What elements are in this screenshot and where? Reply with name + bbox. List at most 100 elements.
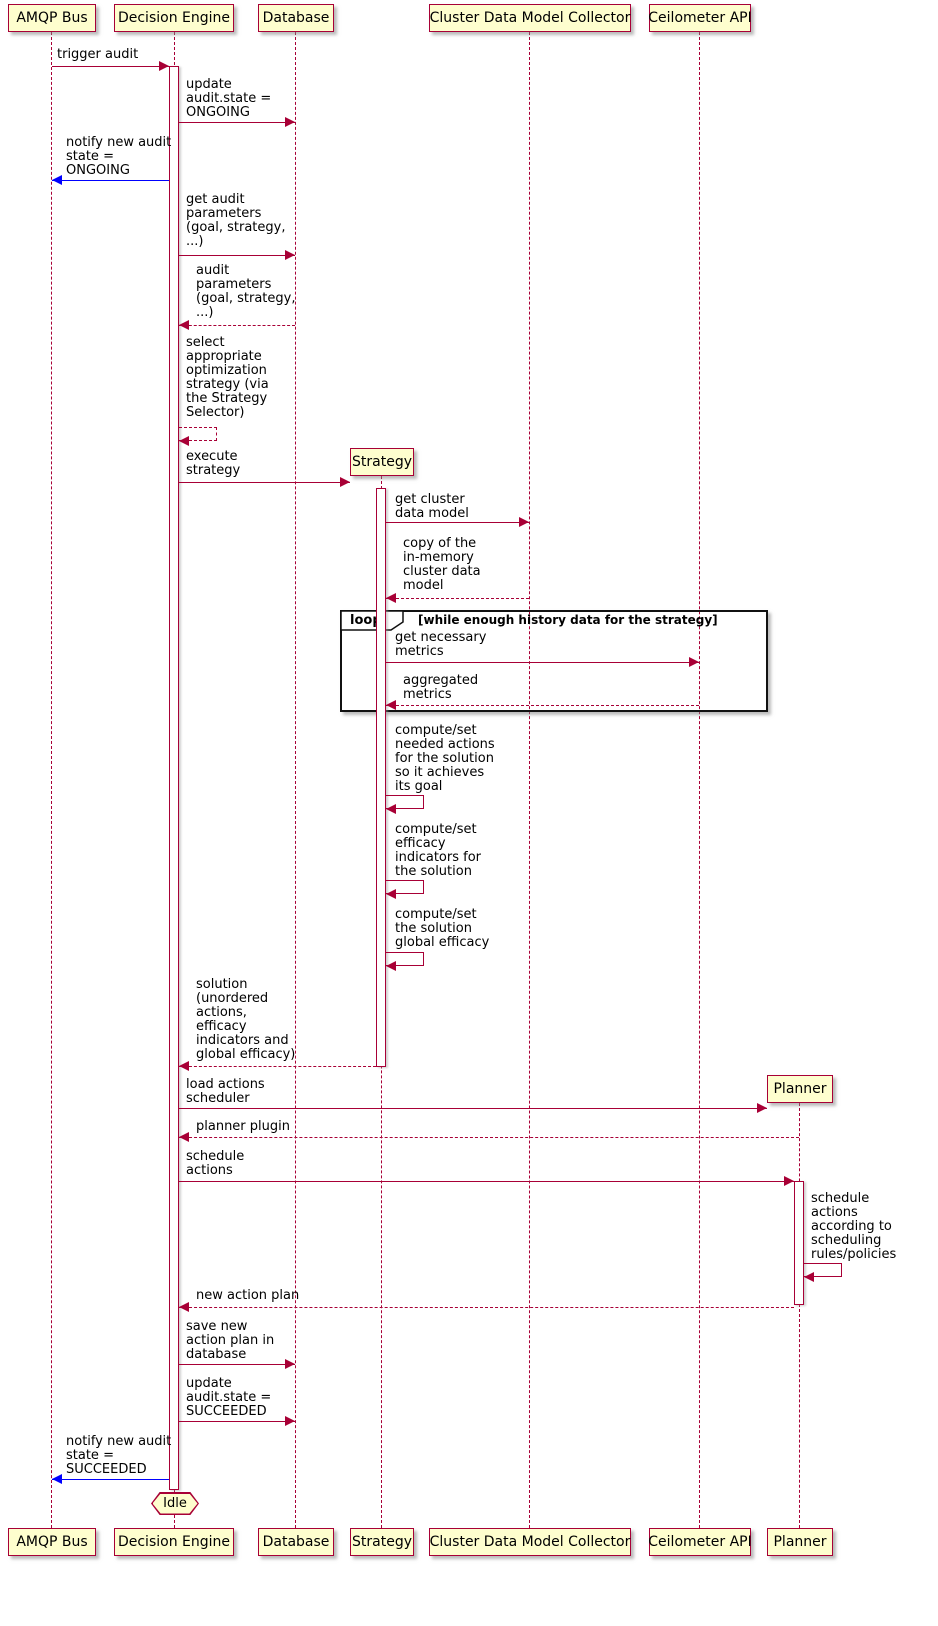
participant-label: Ceilometer API <box>648 1534 752 1550</box>
msg-4-label: audit parameters (goal, strategy, ...) <box>196 263 296 320</box>
msg-5-label: select appropriate optimization strategy… <box>186 335 269 420</box>
msg-11-arrowhead <box>386 804 396 814</box>
participant-label: Strategy <box>352 454 412 470</box>
msg-1-arrowhead <box>285 117 295 127</box>
msg-3-label: get audit parameters (goal, strategy, ..… <box>186 192 286 249</box>
msg-17-label: schedule actions <box>186 1149 245 1178</box>
participant-label: AMQP Bus <box>16 10 88 26</box>
participant-label: Strategy <box>352 1534 412 1550</box>
lifeline-planner <box>799 1103 800 1528</box>
msg-16-label: planner plugin <box>196 1119 290 1134</box>
msg-15-label: load actions scheduler <box>186 1077 265 1106</box>
participant-label: Decision Engine <box>117 1534 231 1550</box>
msg-15-line <box>179 1108 767 1109</box>
msg-13-label: compute/set the solution global efficacy <box>395 907 490 950</box>
msg-3-line <box>179 255 295 256</box>
msg-21-label: update audit.state = SUCCEEDED <box>186 1376 272 1419</box>
msg-17-line <box>179 1181 794 1182</box>
msg-19-label: new action plan <box>196 1288 300 1303</box>
msg-0-arrowhead <box>159 61 169 71</box>
msg-20-line <box>179 1364 295 1365</box>
msg-20-arrowhead <box>285 1359 295 1369</box>
activation-planner <box>794 1181 804 1305</box>
participant-ceilometer-api-top: Ceilometer API <box>648 4 752 32</box>
msg-20-label: save new action plan in database <box>186 1319 275 1362</box>
msg-18-self-arrow <box>804 1263 842 1277</box>
msg-10-line <box>386 705 699 706</box>
msg-22-arrowhead <box>52 1474 62 1484</box>
msg-19-line <box>179 1307 794 1308</box>
participant-planner-bottom: Planner <box>767 1528 833 1556</box>
participant-decision-engine-top: Decision Engine <box>114 4 234 32</box>
msg-7-line <box>386 522 529 523</box>
msg-14-arrowhead <box>179 1061 189 1071</box>
msg-18-arrowhead <box>804 1272 814 1282</box>
msg-8-arrowhead <box>386 593 396 603</box>
msg-14-line <box>179 1066 376 1067</box>
participant-database-top: Database <box>258 4 334 32</box>
lifeline-collector <box>529 32 530 1528</box>
loop-frame-tab <box>340 610 404 631</box>
participant-collector-top: Cluster Data Model Collector <box>429 4 631 32</box>
msg-5-self-arrow <box>179 427 217 441</box>
msg-10-arrowhead <box>386 700 396 710</box>
msg-22-line <box>52 1479 169 1480</box>
msg-12-label: compute/set efficacy indicators for the … <box>395 822 482 879</box>
msg-18-label: schedule actions according to scheduling… <box>811 1191 897 1262</box>
msg-9-label: get necessary metrics <box>395 630 487 659</box>
participant-planner-created: Planner <box>767 1075 833 1103</box>
msg-2-label: notify new audit state = ONGOING <box>66 135 172 178</box>
msg-4-line <box>179 325 295 326</box>
msg-12-self-arrow <box>386 880 424 894</box>
msg-11-label: compute/set needed actions for the solut… <box>395 723 495 794</box>
loop-frame <box>340 610 768 712</box>
participant-label: Database <box>262 10 330 26</box>
lifeline-amqp-bus <box>51 32 52 1528</box>
participant-label: Planner <box>773 1081 827 1097</box>
msg-14-label: solution (unordered actions, efficacy in… <box>196 977 296 1062</box>
msg-2-line <box>52 180 169 181</box>
msg-8-label: copy of the in-memory cluster data model <box>403 536 481 593</box>
msg-1-line <box>179 122 295 123</box>
lifeline-ceilometer-api <box>699 32 700 1528</box>
msg-4-arrowhead <box>179 320 189 330</box>
msg-8-line <box>386 598 529 599</box>
participant-label: Database <box>262 1534 330 1550</box>
lifeline-database <box>295 32 296 1528</box>
participant-strategy-bottom: Strategy <box>350 1528 414 1556</box>
msg-6-arrowhead <box>340 477 350 487</box>
loop-condition-label: [while enough history data for the strat… <box>418 613 718 627</box>
participant-label: Cluster Data Model Collector <box>429 1534 631 1550</box>
msg-12-arrowhead <box>386 889 396 899</box>
msg-7-arrowhead <box>519 517 529 527</box>
msg-1-label: update audit.state = ONGOING <box>186 77 272 120</box>
msg-16-arrowhead <box>179 1132 189 1142</box>
msg-13-arrowhead <box>386 961 396 971</box>
activation-strategy <box>376 488 386 1067</box>
participant-amqp-bus-bottom: AMQP Bus <box>8 1528 96 1556</box>
participant-label: AMQP Bus <box>16 1534 88 1550</box>
activation-decision-engine <box>169 66 179 1490</box>
msg-17-arrowhead <box>784 1176 794 1186</box>
msg-13-self-arrow <box>386 952 424 966</box>
participant-label: Planner <box>773 1534 827 1550</box>
msg-5-arrowhead <box>179 436 189 446</box>
msg-9-line <box>386 662 699 663</box>
participant-label: Decision Engine <box>117 10 231 26</box>
msg-0-label: trigger audit <box>57 47 139 62</box>
participant-label: Cluster Data Model Collector <box>429 10 631 26</box>
msg-7-label: get cluster data model <box>395 492 469 521</box>
msg-21-arrowhead <box>285 1416 295 1426</box>
msg-2-arrowhead <box>52 175 62 185</box>
participant-strategy-created: Strategy <box>350 448 414 476</box>
end-state-label: Idle <box>152 1493 198 1514</box>
msg-16-line <box>179 1137 799 1138</box>
participant-amqp-bus-top: AMQP Bus <box>8 4 96 32</box>
end-state-hexagon: Idle <box>151 1492 199 1515</box>
msg-0-line <box>52 66 169 67</box>
msg-11-self-arrow <box>386 795 424 809</box>
msg-3-arrowhead <box>285 250 295 260</box>
participant-decision-engine-bottom: Decision Engine <box>114 1528 234 1556</box>
participant-database-bottom: Database <box>258 1528 334 1556</box>
